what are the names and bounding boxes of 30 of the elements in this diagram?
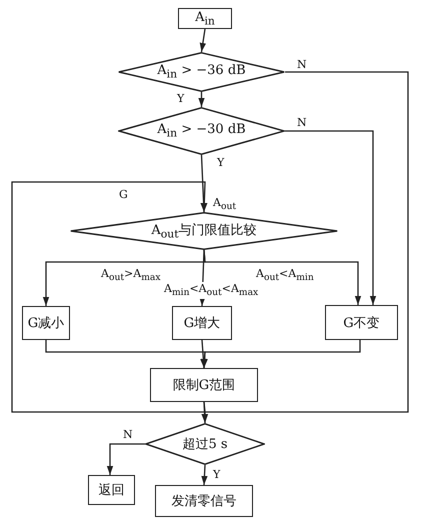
process-box: 返回 (88, 475, 135, 505)
decision-diamond: A$_{out}$与门限值比较 (70, 212, 338, 250)
edge-label: G (118, 188, 129, 201)
arrow (201, 402, 208, 424)
arrow (11, 181, 208, 413)
arrow (106, 443, 145, 475)
process-box: G不变 (325, 305, 398, 340)
arrow (200, 154, 207, 212)
arrow (201, 464, 208, 486)
edge-label: Y (176, 92, 186, 105)
edge-label: N (296, 58, 308, 71)
arrow (198, 92, 205, 107)
arrow (201, 340, 361, 368)
arrow (200, 28, 206, 52)
decision-diamond: A$_{in}$ > −36 dB (118, 52, 285, 92)
edge-label: N (296, 116, 308, 129)
arrow (200, 340, 207, 368)
edge-label: A$_{min}$<A$_{out}$<A$_{max}$ (163, 282, 260, 300)
edge-label: Y (212, 468, 222, 481)
decision-diamond: 超过5 s (145, 423, 265, 465)
process-box: A$_{in}$ (178, 8, 232, 29)
edge-label: Y (216, 156, 226, 169)
decision-diamond: A$_{in}$ > −30 dB (118, 107, 285, 155)
edge-label: N (122, 428, 134, 441)
arrow (203, 250, 362, 305)
process-box: 发清零信号 (155, 485, 253, 517)
process-box: 限制G范围 (150, 368, 258, 402)
process-box: G减小 (22, 306, 70, 340)
arrow (285, 130, 376, 305)
process-box: G增大 (172, 306, 232, 340)
